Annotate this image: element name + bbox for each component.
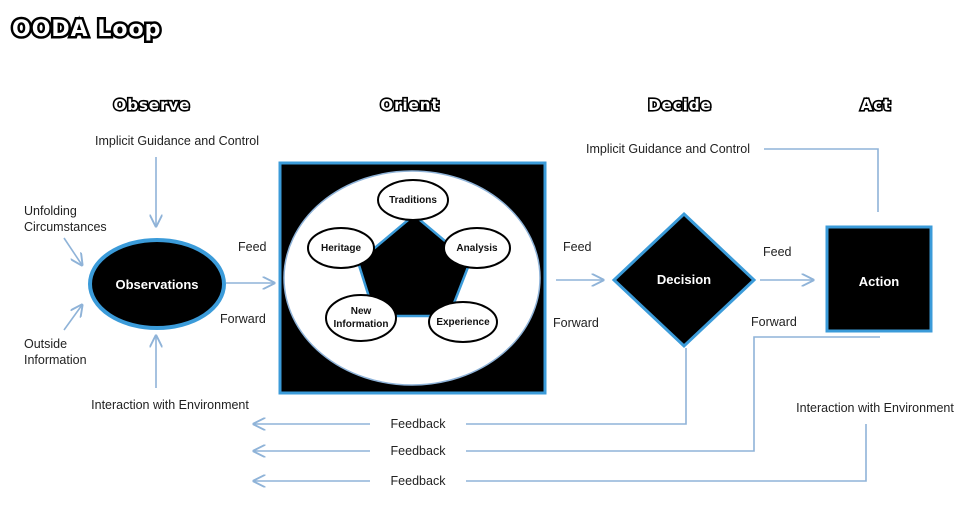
observations-node bbox=[88, 238, 226, 330]
outside-label-1: Outside bbox=[24, 337, 67, 351]
decide-implicit-guidance-label: Implicit Guidance and Control bbox=[586, 142, 750, 156]
action-label: Action bbox=[859, 274, 900, 289]
experience-node bbox=[428, 301, 498, 343]
feedback-label-1: Feedback bbox=[391, 417, 447, 431]
phase-orient: Orient bbox=[380, 96, 439, 114]
act-interaction-label: Interaction with Environment bbox=[796, 401, 954, 415]
observations-label: Observations bbox=[115, 277, 198, 292]
diagram-title: OODA Loop bbox=[12, 17, 161, 42]
unfolding-label-1: Unfolding bbox=[24, 204, 77, 218]
forward-label-2: Forward bbox=[553, 316, 599, 330]
new-information-node bbox=[325, 294, 397, 342]
new-information-label-2: Information bbox=[334, 319, 389, 330]
decision-node bbox=[611, 211, 757, 349]
heritage-label: Heritage bbox=[321, 243, 361, 254]
phase-observe: Observe bbox=[114, 96, 191, 114]
feed-label-1: Feed bbox=[238, 240, 267, 254]
heritage-node bbox=[307, 227, 375, 269]
analysis-node bbox=[443, 227, 511, 269]
observe-implicit-guidance-label: Implicit Guidance and Control bbox=[95, 134, 259, 148]
forward-label-3: Forward bbox=[751, 315, 797, 329]
interaction-feedback-line bbox=[466, 424, 867, 482]
feed-label-2: Feed bbox=[563, 240, 592, 254]
unfolding-label-2: Circumstances bbox=[24, 220, 107, 234]
unfolding-to-observations-arrow bbox=[63, 237, 82, 265]
observe-interaction-label: Interaction with Environment bbox=[91, 398, 249, 412]
decide-feedback-line bbox=[466, 348, 687, 425]
outside-to-observations-arrow bbox=[63, 305, 82, 331]
traditions-label: Traditions bbox=[389, 195, 437, 206]
implicit-to-action-line bbox=[764, 148, 879, 212]
traditions-node bbox=[377, 179, 449, 221]
forward-label-1: Forward bbox=[220, 312, 266, 326]
feedback-label-3: Feedback bbox=[391, 474, 447, 488]
phase-act: Act bbox=[861, 96, 892, 114]
phase-decide: Decide bbox=[648, 96, 712, 114]
decision-label: Decision bbox=[657, 272, 711, 287]
feed-label-3: Feed bbox=[763, 245, 792, 259]
action-node bbox=[825, 225, 933, 333]
act-feedback-line bbox=[466, 336, 880, 452]
experience-label: Experience bbox=[436, 317, 490, 328]
outside-label-2: Information bbox=[24, 353, 87, 367]
analysis-label: Analysis bbox=[456, 243, 498, 254]
new-information-label-1: New bbox=[351, 306, 372, 317]
feedback-label-2: Feedback bbox=[391, 444, 447, 458]
